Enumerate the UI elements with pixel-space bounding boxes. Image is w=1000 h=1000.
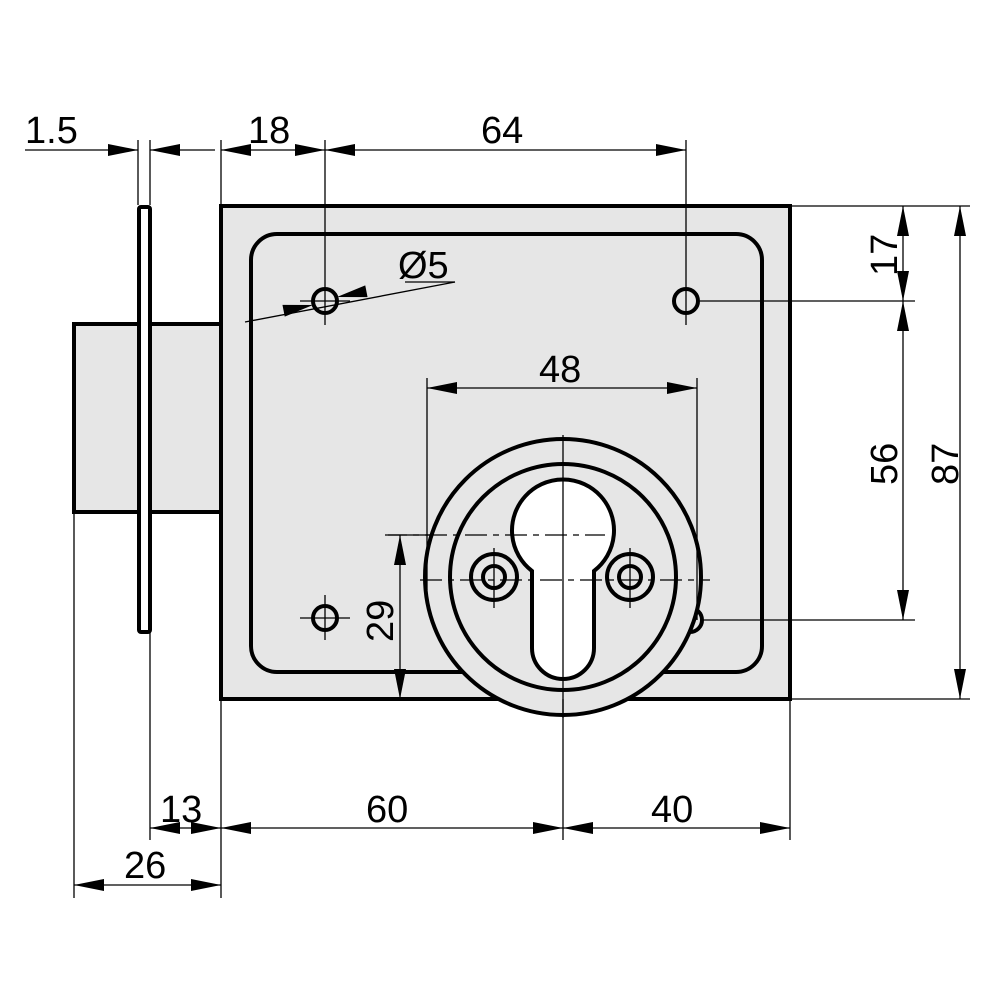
arrowhead (325, 144, 355, 156)
arrowhead (563, 822, 593, 834)
arrowhead (394, 535, 406, 565)
flange-strip (137, 205, 152, 634)
arrowhead (394, 669, 406, 699)
dim-plate-to-cylinder: 60 (366, 789, 408, 831)
arrowhead (427, 382, 457, 394)
dim-plate-to-hole: 18 (248, 110, 290, 152)
arrowhead (897, 301, 909, 331)
dim-hole-diameter: Ø5 (398, 245, 449, 287)
arrowhead (221, 144, 251, 156)
dimension-lines (25, 140, 970, 898)
dim-cylinder-to-edge: 40 (651, 789, 693, 831)
arrowhead (282, 304, 313, 317)
arrowhead (897, 590, 909, 620)
dim-bolt-projection: 26 (124, 845, 166, 887)
arrowhead (760, 822, 790, 834)
arrowhead (221, 822, 251, 834)
dim-hole-spacing-v: 56 (864, 443, 906, 485)
dim-hole-spacing-h: 64 (481, 110, 523, 152)
dim-cylinder-height: 29 (360, 600, 402, 642)
dim-top-to-hole: 17 (864, 234, 906, 276)
arrowhead (656, 144, 686, 156)
dim-screw-spacing: 48 (539, 349, 581, 391)
arrowhead (150, 822, 180, 834)
arrowhead (897, 206, 909, 236)
arrowhead (108, 144, 138, 156)
arrowhead (74, 879, 104, 891)
dim-total-height: 87 (925, 443, 967, 485)
arrowhead (295, 144, 325, 156)
arrowhead (337, 285, 368, 298)
dimension-line (244, 281, 456, 323)
arrowhead (954, 669, 966, 699)
arrowhead (897, 271, 909, 301)
dim-flange-thickness: 1.5 (25, 110, 78, 152)
arrowhead (191, 822, 221, 834)
arrowhead (667, 382, 697, 394)
dim-flange-offset: 13 (160, 789, 202, 831)
arrowhead (191, 879, 221, 891)
arrowhead (533, 822, 563, 834)
arrowhead (954, 206, 966, 236)
